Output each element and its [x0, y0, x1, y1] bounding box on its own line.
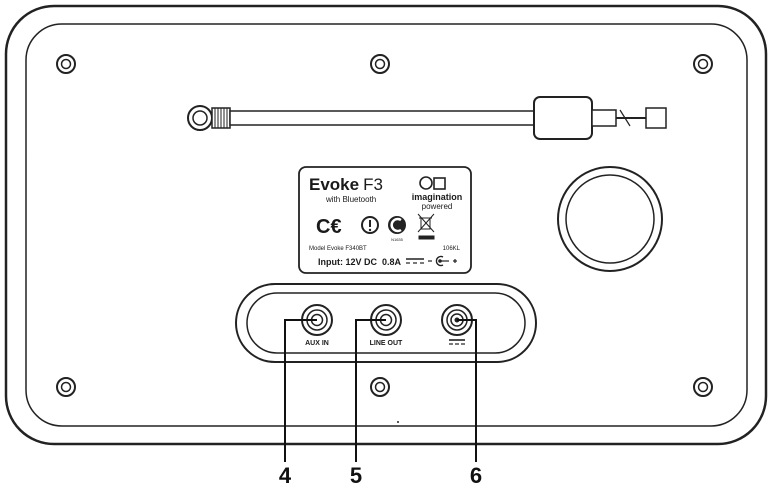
callout-number-4: 4 — [279, 463, 292, 488]
screw — [56, 54, 76, 74]
weee-bin-icon — [417, 213, 435, 240]
rcm-code: N1635 — [391, 237, 404, 242]
bass-port — [557, 166, 663, 272]
telescopic-antenna — [187, 96, 667, 140]
powered-text: powered — [422, 202, 453, 211]
screw — [693, 54, 713, 74]
dc-polarity-icon — [406, 255, 457, 267]
callout-leader-6 — [457, 319, 477, 462]
bluetooth-subtitle: with Bluetooth — [325, 195, 376, 204]
callout-leader-4 — [284, 319, 317, 462]
imagination-text: imagination — [412, 192, 463, 202]
callout-leaders — [284, 319, 477, 462]
center-mark — [397, 421, 399, 423]
aux-in-label: AUX IN — [305, 340, 329, 347]
callout-leader-5 — [355, 319, 386, 462]
dc-symbol-icon — [449, 339, 465, 345]
alert-mark-icon — [361, 216, 379, 234]
callout-number-5: 5 — [350, 463, 362, 488]
screw — [56, 377, 76, 397]
ce-mark: C€ — [316, 216, 342, 238]
input-rating: Input: 12V DC 0.8A — [318, 257, 402, 267]
label-code: 106KL — [443, 246, 461, 252]
line-out-label: LINE OUT — [370, 340, 403, 347]
model-line: Model Evoke F340BT — [309, 246, 367, 252]
imagination-logo: imagination powered — [412, 176, 463, 211]
certification-marks: C€ N1635 — [316, 213, 435, 242]
callout-number-6: 6 — [470, 463, 482, 488]
screw — [370, 54, 390, 74]
screw — [370, 377, 390, 397]
screw — [693, 377, 713, 397]
